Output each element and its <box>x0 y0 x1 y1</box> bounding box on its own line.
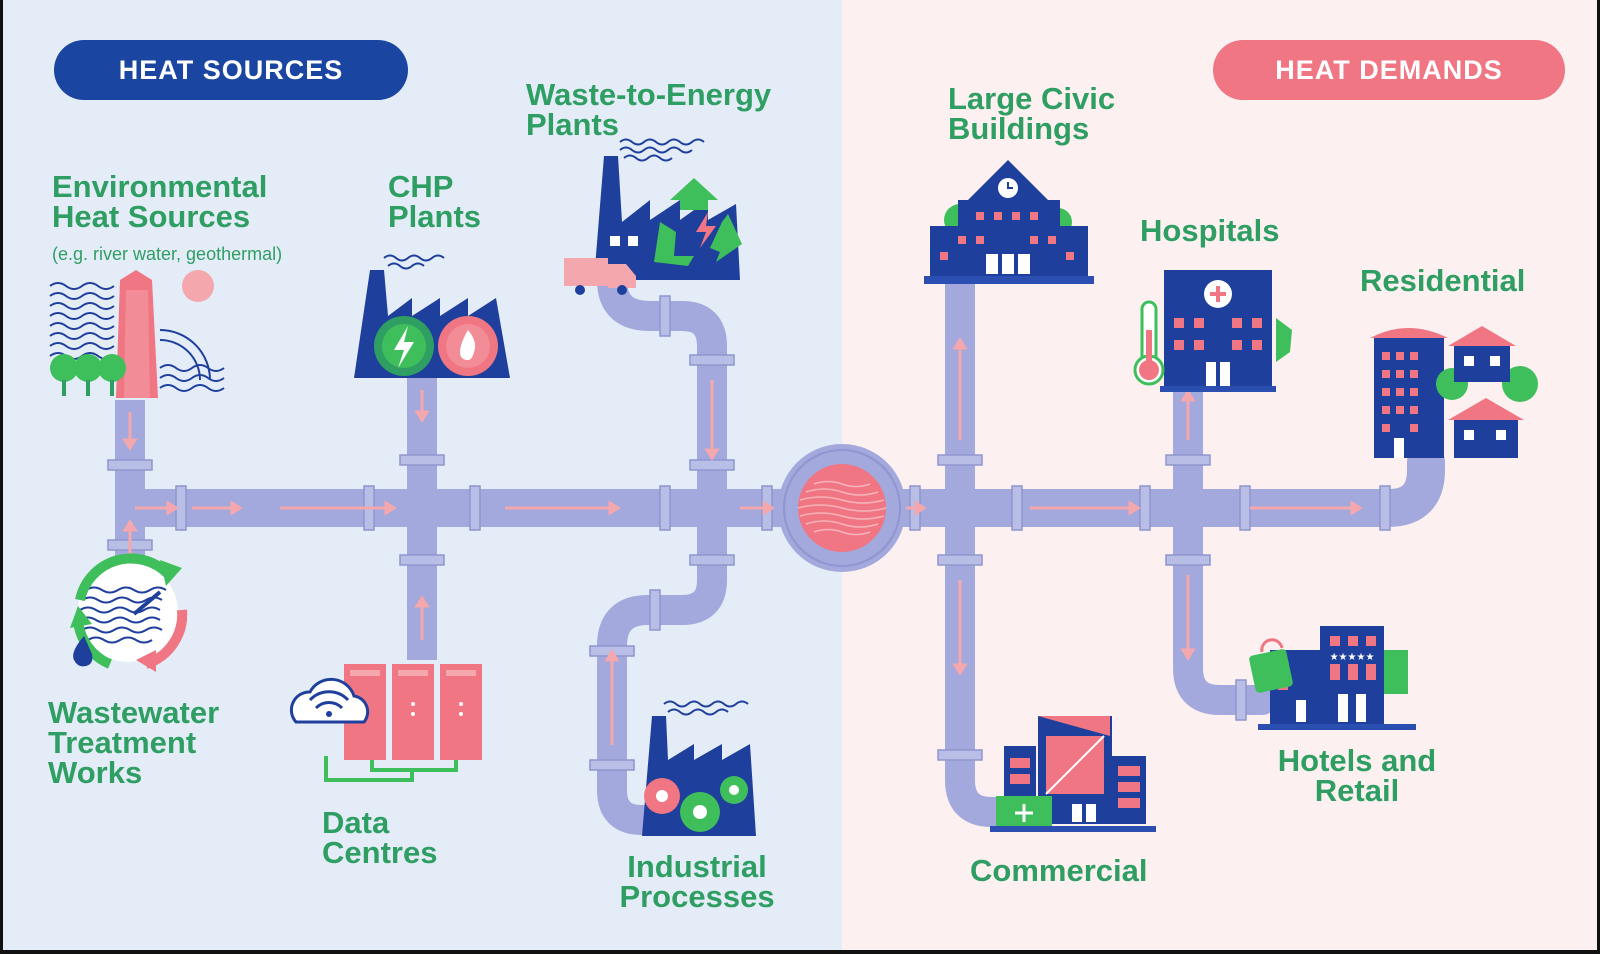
gear-icon <box>680 792 720 832</box>
truck-icon <box>564 258 636 295</box>
environmental-heat-sources-label: Environmental Heat Sources <box>52 169 268 234</box>
tree-icon <box>1502 366 1538 402</box>
heat-sources-heading: HEAT SOURCES <box>54 40 408 100</box>
wastewater-treatment-label: Wastewater Treatment Works <box>48 695 220 790</box>
cloud-wifi-icon <box>289 677 370 724</box>
data-centre-icon <box>289 664 482 782</box>
label-line: Plants <box>526 107 620 142</box>
pipe-hotels <box>1173 493 1277 715</box>
flame-icon <box>460 330 476 360</box>
label-line: Large Civic <box>948 81 1116 116</box>
chp-factory-icon <box>354 254 510 378</box>
waste-to-energy-icon <box>564 138 742 295</box>
label-line: CHP <box>388 169 454 204</box>
label-line: Waste-to-Energy <box>526 77 772 112</box>
hospitals-label: Hospitals <box>1140 213 1280 248</box>
clock-icon <box>998 178 1018 198</box>
chp-plants-label: CHP Plants <box>388 169 482 234</box>
label-line: Hotels and <box>1277 743 1437 778</box>
label-line: Centres <box>322 835 438 870</box>
shopping-bag-icon <box>1249 638 1293 693</box>
industrial-processes-label: Industrial Processes <box>612 849 782 914</box>
data-centres-label: Data Centres <box>322 805 438 870</box>
house-icon <box>1448 326 1516 382</box>
svg-text:★★★★★: ★★★★★ <box>1330 652 1375 663</box>
label-line: Retail <box>1314 773 1400 808</box>
label-line: Industrial <box>627 849 767 884</box>
pipe-flanges <box>107 295 1391 771</box>
label-line: Heat Sources <box>52 199 251 234</box>
lightning-icon <box>394 326 414 368</box>
label-line: Data <box>322 805 390 840</box>
apartment-icon <box>1370 328 1448 458</box>
label-line: Treatment <box>48 725 197 760</box>
frame-border <box>0 950 1600 954</box>
hotel-icon: ★★★★★ <box>1249 626 1416 730</box>
river-waves-icon <box>49 282 225 392</box>
frame-border <box>1597 0 1600 954</box>
label-line: Residential <box>1360 263 1526 298</box>
environmental-heat-icon <box>49 270 225 398</box>
environmental-note: (e.g. river water, geothermal) <box>52 244 283 264</box>
label-line: Processes <box>619 879 775 914</box>
label-line: Plants <box>388 199 482 234</box>
label-line: Environmental <box>52 169 268 204</box>
pipe-industrial <box>597 493 727 835</box>
industrial-factory-icon <box>642 700 756 836</box>
thermometer-icon <box>1133 300 1165 386</box>
flow-arrows <box>122 337 1363 745</box>
gear-icon <box>720 776 748 804</box>
label-line: Commercial <box>970 853 1148 888</box>
residential-label: Residential <box>1360 263 1526 298</box>
frame-border <box>0 0 3 954</box>
label-line: Hospitals <box>1140 213 1280 248</box>
label-line: Buildings <box>948 111 1090 146</box>
waste-to-energy-label: Waste-to-Energy Plants <box>526 77 772 142</box>
gear-icon <box>644 778 680 814</box>
large-civic-buildings-label: Large Civic Buildings <box>948 81 1116 146</box>
wastewater-cycle-icon <box>70 553 188 672</box>
pipe-commercial <box>945 493 1025 827</box>
commercial-icon <box>990 716 1156 832</box>
label-line: Wastewater <box>48 695 220 730</box>
recycle-icon <box>654 178 742 266</box>
label-line: Works <box>48 755 143 790</box>
energy-centre-icon <box>778 444 906 572</box>
tree-icon <box>50 354 126 396</box>
heat-demands-heading: HEAT DEMANDS <box>1213 40 1565 100</box>
commercial-label: Commercial <box>970 853 1148 888</box>
civic-building-icon <box>924 160 1094 284</box>
medical-cross-icon <box>1204 280 1232 308</box>
residential-icon <box>1370 326 1538 458</box>
hospital-icon <box>1133 270 1292 392</box>
hotels-retail-label: Hotels and Retail <box>1262 743 1452 808</box>
house-icon <box>1448 398 1524 458</box>
server-rack-icon <box>344 664 482 760</box>
